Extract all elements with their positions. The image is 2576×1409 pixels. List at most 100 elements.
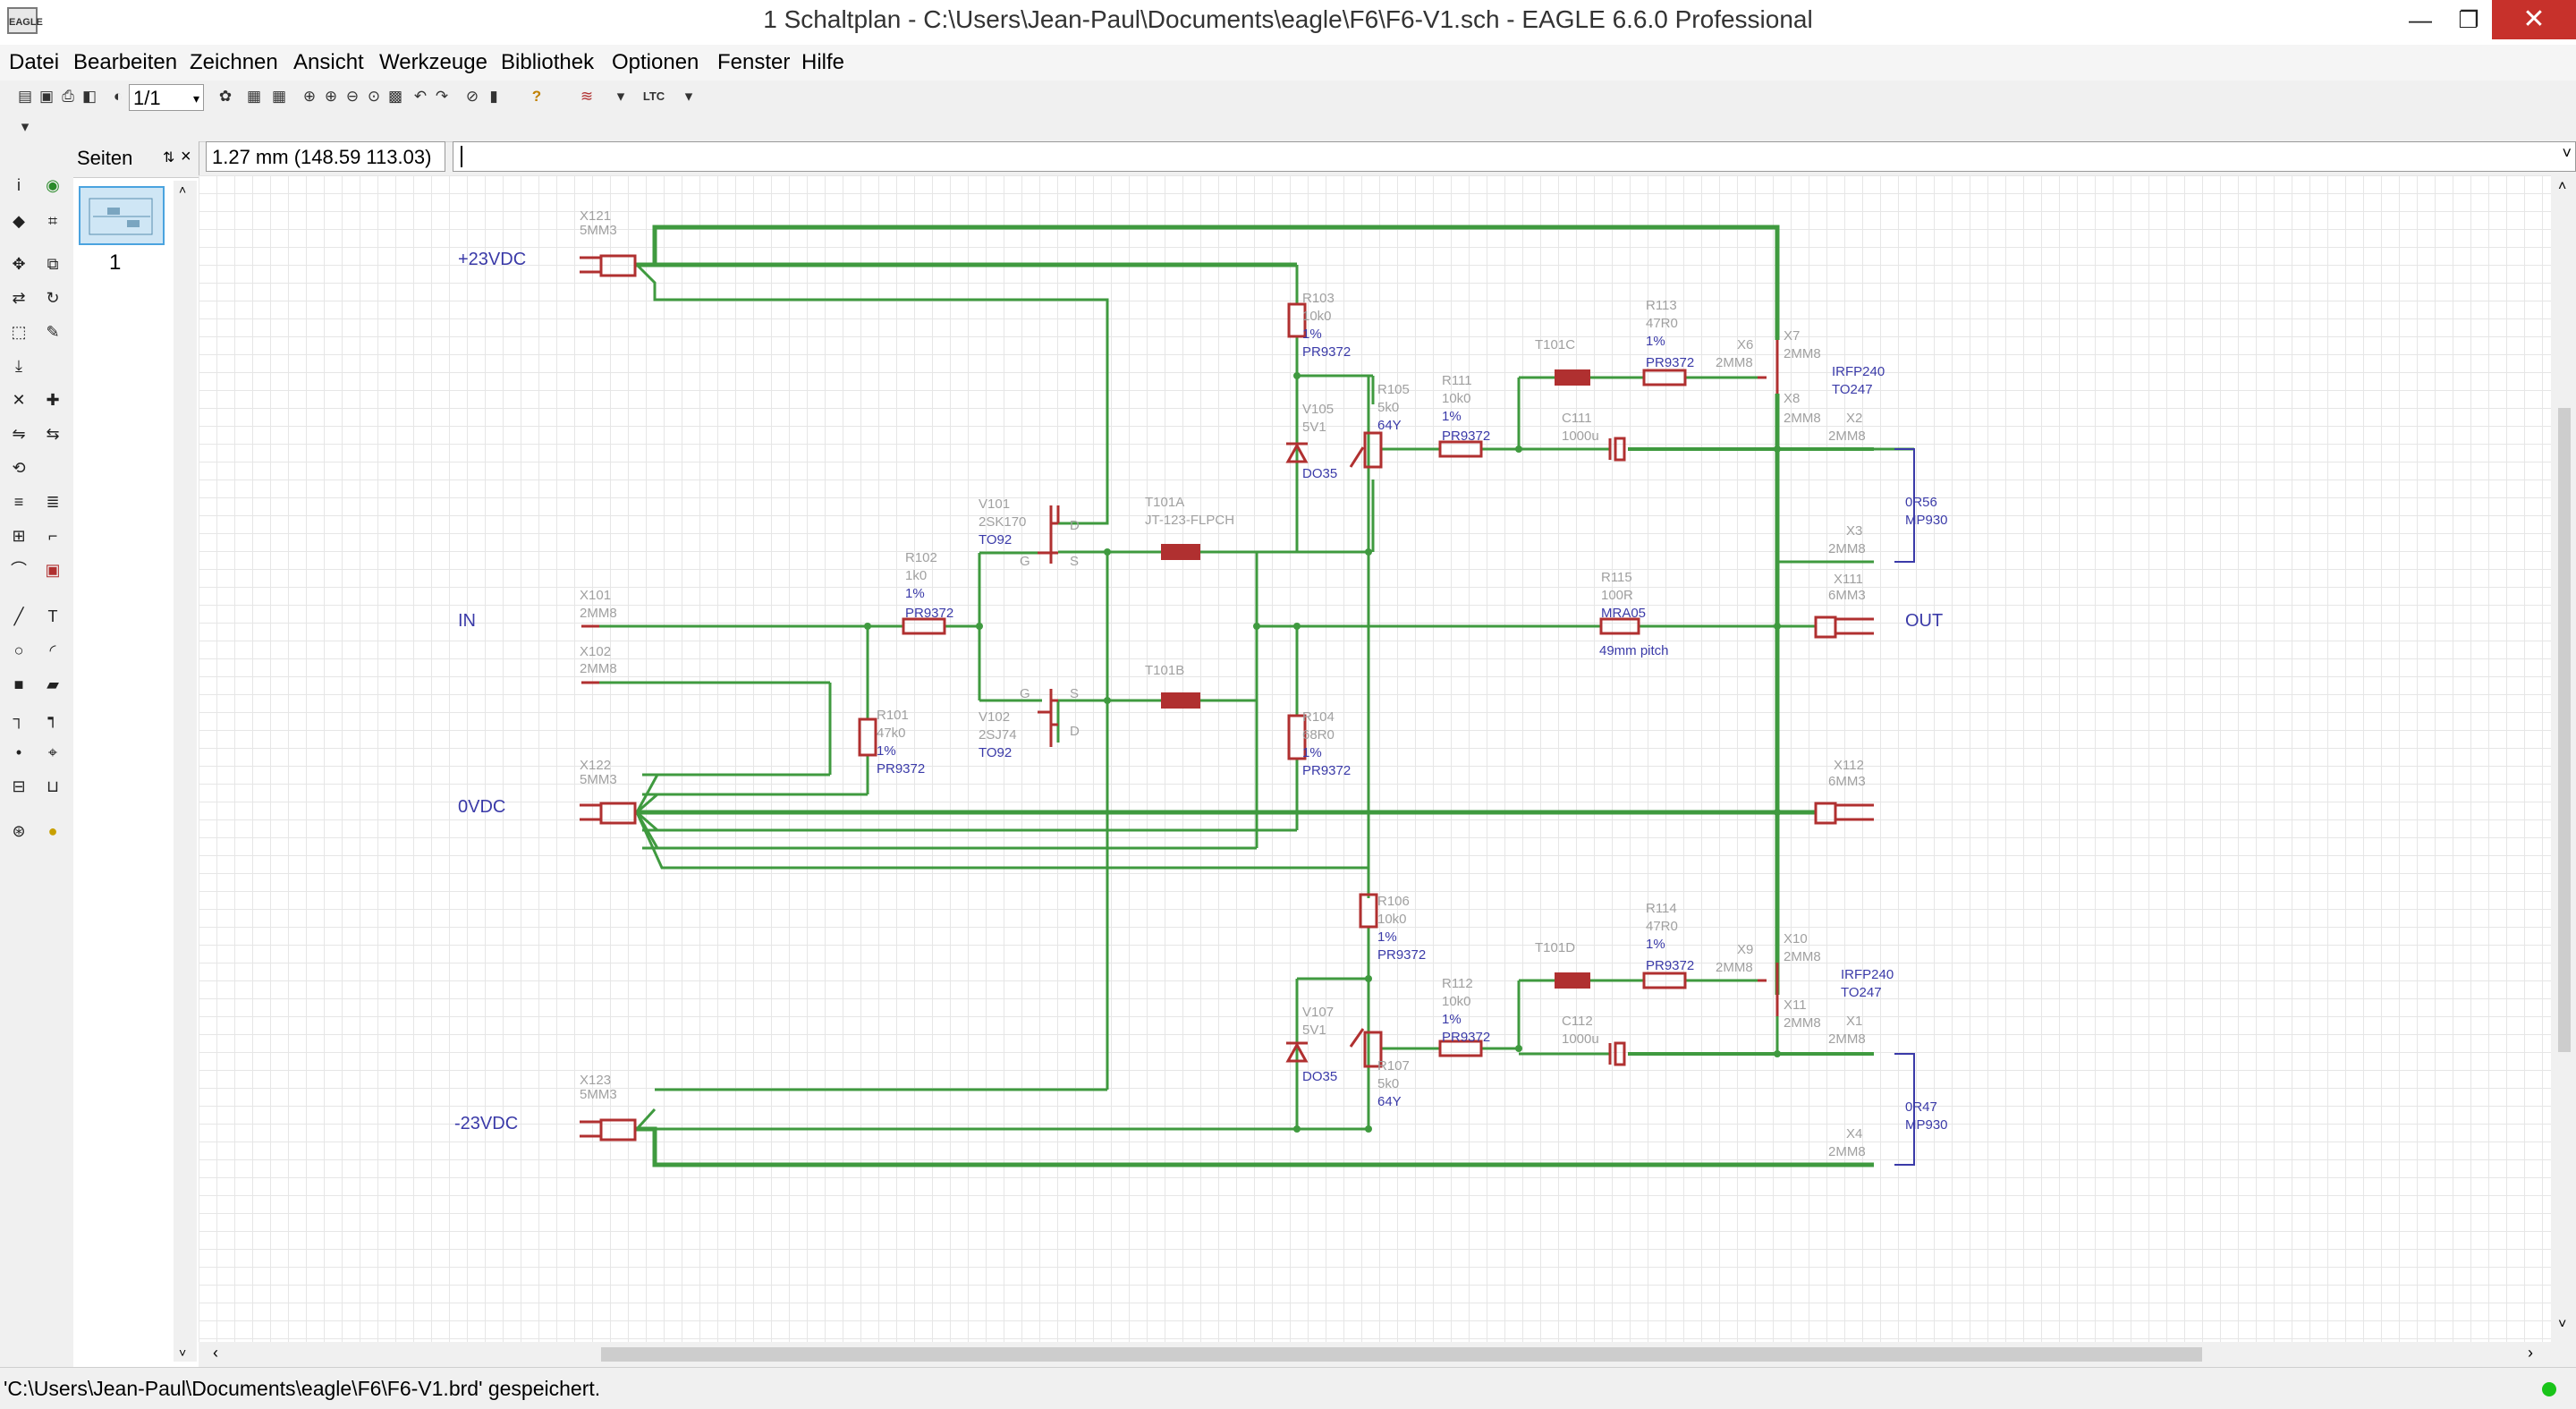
restore-button[interactable]: ❐: [2458, 6, 2479, 33]
text-icon[interactable]: T: [47, 607, 58, 625]
zoom-in-icon[interactable]: ⊕: [324, 88, 338, 105]
rect-icon[interactable]: ■: [13, 675, 24, 693]
display-icon[interactable]: ◆: [13, 212, 25, 230]
circle-icon[interactable]: ○: [13, 641, 24, 659]
cam-icon[interactable]: ◧: [81, 88, 97, 105]
design-link-icon[interactable]: ≋: [580, 88, 594, 105]
split-icon[interactable]: ⌒: [11, 561, 27, 579]
horizontal-scroll-thumb[interactable]: [601, 1347, 2202, 1362]
net-icon[interactable]: ┑: [47, 709, 58, 727]
junction-icon[interactable]: •: [15, 743, 22, 761]
coordinate-display: 1.27 mm (148.59 113.03): [206, 141, 445, 172]
bus-icon[interactable]: ┐: [13, 709, 25, 727]
zoom-fit-icon[interactable]: ⊕: [302, 88, 317, 105]
dimension-icon[interactable]: ⊔: [46, 777, 60, 795]
dropdown-arrow-icon[interactable]: ▾: [21, 118, 30, 135]
dropdown-arrow-icon[interactable]: ▾: [616, 88, 625, 105]
zoom-out-icon[interactable]: ⊖: [345, 88, 360, 105]
arc-icon[interactable]: ◜: [49, 641, 56, 659]
menu-datei[interactable]: Datei: [9, 50, 60, 74]
attribute-icon[interactable]: ⊟: [12, 777, 26, 795]
close-icon[interactable]: ×: [181, 147, 191, 166]
menu-fenster[interactable]: Fenster: [717, 50, 791, 74]
menu-optionen[interactable]: Optionen: [612, 50, 699, 74]
mark-icon[interactable]: ⌗: [47, 212, 58, 230]
label-icon[interactable]: ⌖: [47, 743, 58, 761]
polygon-icon[interactable]: ▰: [47, 675, 59, 693]
pin-icon[interactable]: ⇅: [163, 150, 175, 166]
value-icon[interactable]: ≣: [46, 493, 60, 511]
menu-bearbeiten[interactable]: Bearbeiten: [73, 50, 178, 74]
menu-ansicht[interactable]: Ansicht: [293, 50, 364, 74]
chevron-up-icon[interactable]: ˄: [179, 182, 187, 197]
paste-icon[interactable]: ⤓: [15, 357, 22, 375]
ltspice-icon[interactable]: LTC: [642, 89, 665, 103]
svg-text:V105: V105: [1302, 402, 1334, 417]
command-toolbox: i ◉ ◆ ⌗ ✥ ⧉ ⇄ ↻ ⬚ ✎ ⤓ ✕ ✚ ⇋ ⇆ ⟲ ≡ ≣ ⊞ ⌐ …: [0, 141, 74, 1367]
net-label-out: OUT: [1905, 611, 1943, 631]
script-icon[interactable]: ▦: [246, 88, 262, 105]
minimize-button[interactable]: —: [2409, 6, 2432, 33]
invoke-icon[interactable]: ▣: [45, 561, 61, 579]
go-icon[interactable]: ▮: [489, 88, 498, 105]
dropdown-arrow-icon[interactable]: ▾: [684, 88, 693, 105]
svg-text:1%: 1%: [905, 586, 925, 601]
menu-zeichnen[interactable]: Zeichnen: [190, 50, 278, 74]
net-label-pos-supply: +23VDC: [458, 250, 526, 269]
ulp-icon[interactable]: ✿: [218, 88, 233, 105]
name-icon[interactable]: ≡: [13, 493, 24, 511]
chevron-down-icon[interactable]: ˅: [179, 1345, 187, 1360]
menu-werkzeuge[interactable]: Werkzeuge: [379, 50, 487, 74]
change-icon[interactable]: ✎: [46, 323, 60, 341]
move-icon[interactable]: ✥: [12, 255, 26, 273]
smash-icon[interactable]: ⊞: [12, 527, 26, 545]
schematic-canvas[interactable]: +23VDC IN 0VDC -23VDC OUT X121 5MM3 X101…: [199, 175, 2551, 1342]
show-icon[interactable]: ◉: [46, 176, 60, 194]
wire-icon[interactable]: ╱: [13, 607, 24, 625]
chevron-right-icon[interactable]: ›: [2528, 1344, 2533, 1362]
pinswap-icon[interactable]: ⇋: [12, 425, 26, 443]
delete-icon[interactable]: ✕: [12, 391, 26, 409]
close-button[interactable]: ✕: [2492, 0, 2576, 39]
errors-icon[interactable]: ●: [47, 822, 58, 840]
open-icon[interactable]: ▤: [17, 88, 33, 105]
undo-icon[interactable]: ↶: [413, 88, 428, 105]
menu-hilfe[interactable]: Hilfe: [801, 50, 845, 74]
zoom-select-icon[interactable]: ◐: [113, 88, 123, 105]
zoom-area-icon[interactable]: ▩: [387, 88, 403, 105]
gateswap-icon[interactable]: ⟲: [12, 459, 26, 477]
info-icon[interactable]: i: [17, 176, 21, 194]
print-icon[interactable]: ⎙: [62, 88, 74, 105]
eagle-app-icon[interactable]: EAGLE: [7, 7, 43, 34]
command-line-input[interactable]: ˅: [453, 141, 2576, 172]
svg-text:47R0: 47R0: [1646, 919, 1678, 934]
redo-icon[interactable]: ↷: [435, 88, 449, 105]
mirror-icon[interactable]: ⇄: [12, 289, 26, 307]
copy-icon[interactable]: ⧉: [47, 255, 59, 273]
miter-icon[interactable]: ⌐: [47, 527, 58, 545]
group-icon[interactable]: ⬚: [11, 323, 27, 341]
chevron-up-icon[interactable]: ˄: [2558, 179, 2567, 194]
replace-icon[interactable]: ⇆: [46, 425, 60, 443]
svg-text:64Y: 64Y: [1377, 418, 1402, 433]
rotate-icon[interactable]: ↻: [46, 289, 60, 307]
erc-icon[interactable]: ⊛: [12, 822, 26, 840]
chevron-left-icon[interactable]: ‹: [213, 1344, 218, 1362]
svg-text:5MM3: 5MM3: [580, 1087, 617, 1102]
svg-text:0R56: 0R56: [1905, 495, 1937, 510]
vertical-scrollbar[interactable]: ˄ ˅: [2551, 175, 2576, 1342]
add-icon[interactable]: ✚: [46, 391, 60, 409]
help-icon[interactable]: ?: [531, 88, 542, 105]
chevron-down-icon[interactable]: ˅: [2562, 144, 2572, 162]
menu-bibliothek[interactable]: Bibliothek: [501, 50, 595, 74]
redraw-icon[interactable]: ⊙: [367, 88, 381, 105]
chevron-down-icon[interactable]: ˅: [2558, 1317, 2567, 1332]
pages-scrollbar[interactable]: ˄ ˅: [174, 181, 197, 1362]
vertical-scroll-thumb[interactable]: [2558, 408, 2571, 1052]
script2-icon[interactable]: ▦: [271, 88, 287, 105]
horizontal-scrollbar[interactable]: ‹ ›: [199, 1342, 2551, 1367]
stop-icon[interactable]: ⊘: [465, 88, 479, 105]
zoom-select[interactable]: 1/1 ▾: [129, 84, 204, 111]
page-thumbnail[interactable]: [79, 186, 165, 245]
save-icon[interactable]: ▣: [38, 88, 55, 105]
